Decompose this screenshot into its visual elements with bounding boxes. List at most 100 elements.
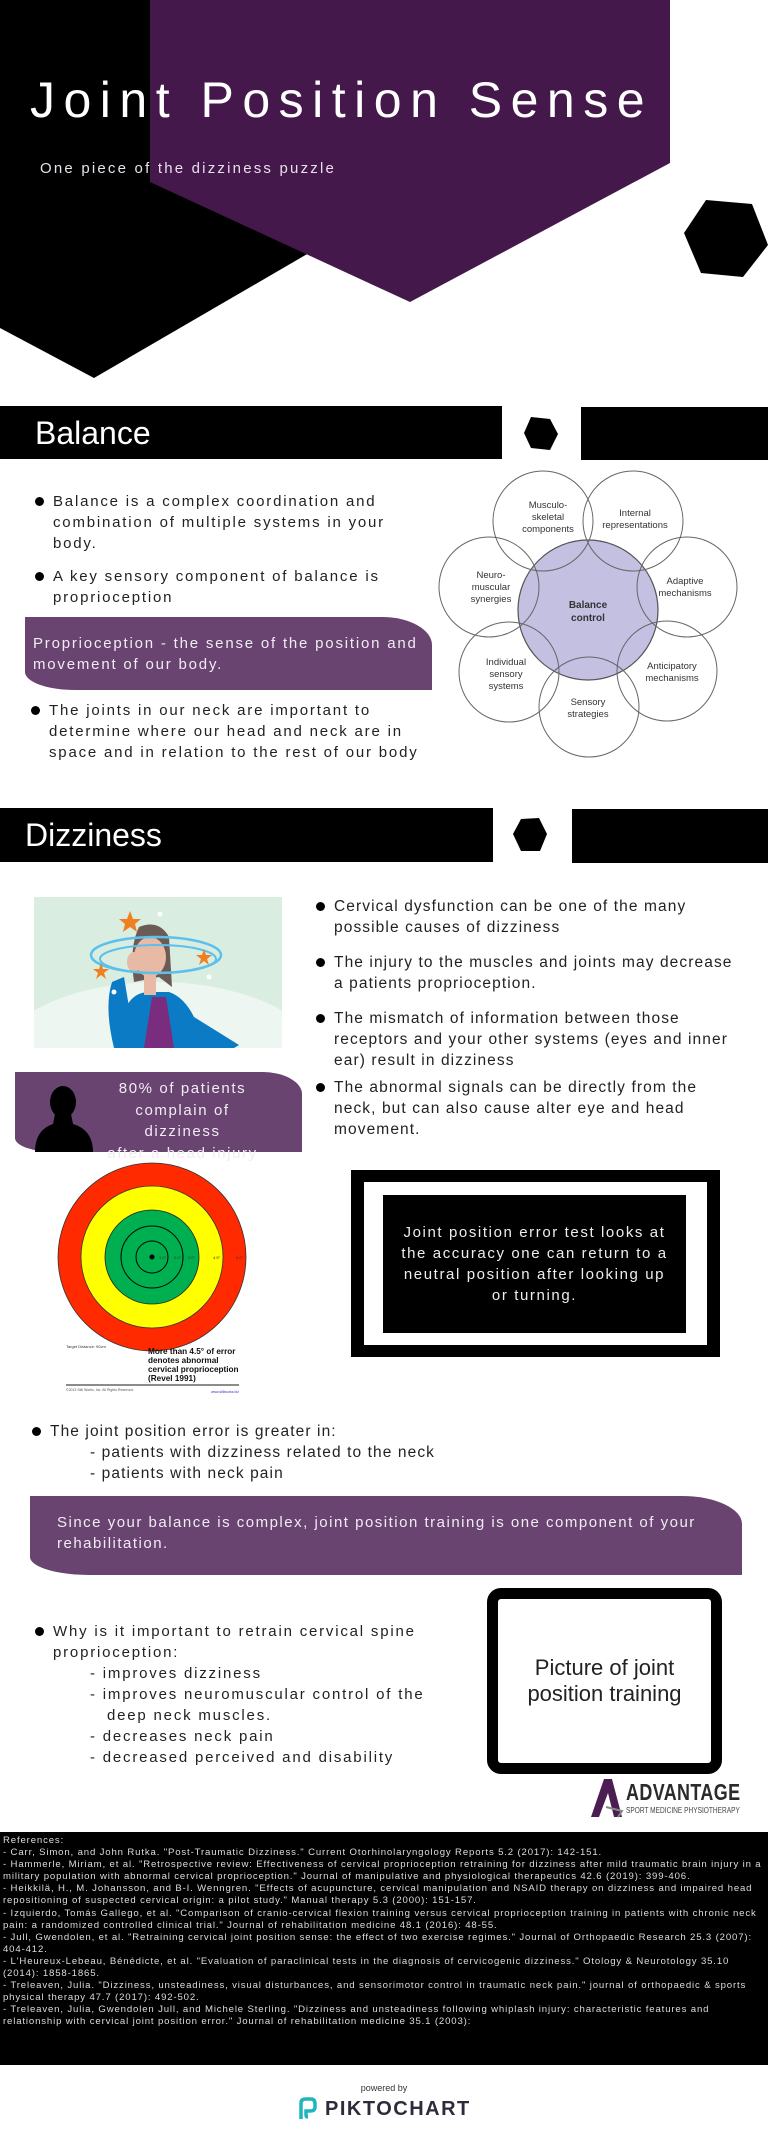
list-item: Why is it important to retrain cervical … [35, 1621, 465, 1663]
dizziness-heading: Dizziness [25, 817, 162, 853]
dizziness-bullets: Cervical dysfunction can be one of the m… [316, 896, 736, 1152]
reference-item: - Heikkilä, H., M. Johansson, and B-I. W… [3, 1883, 753, 1907]
target-footer-right: www.stillworks.biz [211, 1390, 239, 1394]
list-subitem: - improves dizziness [90, 1665, 262, 1682]
stat-text: 80% of patients complain of dizziness af… [107, 1080, 258, 1162]
reference-item: - Treleaven, Julia, Gwendolen Jull, and … [3, 2004, 710, 2028]
bullet-icon [316, 958, 325, 967]
stat-callout: 80% of patients complain of dizziness af… [15, 1072, 302, 1162]
star-icon [196, 949, 212, 965]
piktochart-brand: PIKTOCHART [325, 2097, 471, 2120]
person-silhouette-icon [35, 1086, 93, 1152]
target-caption: cervical proprioception [148, 1365, 239, 1374]
reference-item: - Jull, Gwendolen, et al. "Retraining ce… [3, 1931, 752, 1955]
picture-placeholder-text: Picture of joint position training [527, 1655, 682, 1706]
list-subitem: - patients with neck pain [90, 1465, 284, 1482]
balance-header-bar-right [581, 407, 768, 460]
reference-item: - Izquierdo, Tomás Gallego, et al. "Comp… [3, 1907, 757, 1931]
diagram-node-circle [538, 656, 640, 758]
list-item: Cervical dysfunction can be one of the m… [316, 896, 736, 938]
target-center-dot [149, 1254, 155, 1260]
list-subitem: - decreased perceived and disability [90, 1749, 395, 1766]
joint-position-error-target: 1.0° 2.0° 3.0° 4.5° 6.0° Target Distance… [57, 1162, 247, 1394]
header-shapes [0, 0, 768, 378]
target-caption: denotes abnormal [148, 1356, 219, 1365]
bullet-icon [31, 706, 40, 715]
purple-hexagon-shape [150, 0, 670, 302]
diagram-node-circle [458, 621, 560, 723]
bullet-icon [316, 1014, 325, 1023]
diagram-center-circle [517, 539, 659, 681]
test-box-frame: Joint position error test looks at the a… [351, 1170, 720, 1357]
reference-item: - Treleaven, Julia. "Dizziness, unsteadi… [3, 1980, 747, 2004]
target-caption: More than 4.5° of error [148, 1347, 236, 1356]
picture-placeholder: Picture of joint position training [487, 1588, 722, 1774]
bullet-icon [35, 1627, 44, 1636]
references-block: References: - Carr, Simon, and John Rutk… [0, 1832, 768, 2065]
target-caption: (Revel 1991) [148, 1374, 196, 1383]
hexagon-icon [513, 818, 547, 851]
ring-label: 6.0° [236, 1255, 244, 1260]
bullet-icon [316, 1083, 325, 1092]
piktochart-logo-icon [299, 2097, 317, 2119]
list-item: The joints in our neck are important to … [31, 700, 441, 763]
dizziness-header-bar: Dizziness [0, 808, 493, 862]
balance-header-bar: Balance [0, 406, 502, 459]
advantage-a-icon [591, 1779, 624, 1818]
target-distance-note: Target Distance: 90cm [66, 1344, 106, 1349]
advantage-logo: ADVANTAGE SPORT MEDICINE PHYSIOTHERAPY [588, 1779, 753, 1819]
proprioception-callout: Proprioception - the sense of the positi… [25, 617, 432, 690]
balance-heading: Balance [35, 415, 151, 451]
list-item: The abnormal signals can be directly fro… [316, 1077, 736, 1140]
list-item: The mismatch of information between thos… [316, 1008, 736, 1071]
hexagon-icon [524, 417, 558, 450]
small-hexagon-shape [684, 200, 768, 277]
test-box-text: Joint position error test looks at the a… [401, 1224, 668, 1304]
diagram-node-circle [616, 620, 718, 722]
target-footer-left: ©2013 Still Works, Inc. All Rights Reser… [66, 1388, 134, 1392]
powered-by-label: powered by [360, 2083, 408, 2093]
bullet-icon [35, 497, 44, 506]
why-bullets: Why is it important to retrain cervical … [35, 1621, 465, 1768]
page-title: Joint Position Sense [30, 72, 654, 128]
star-icon [119, 911, 141, 932]
advantage-name: ADVANTAGE [626, 1779, 741, 1805]
ring-label: 2.0° [174, 1255, 182, 1260]
reference-item: - Hammerle, Miriam, et al. "Retrospectiv… [3, 1859, 762, 1883]
ring-label: 4.5° [213, 1255, 221, 1260]
list-subitem: - decreases neck pain [90, 1728, 275, 1745]
page-subtitle: One piece of the dizziness puzzle [40, 160, 337, 177]
balance-bullets: Balance is a complex coordination and co… [35, 491, 425, 620]
ring-label: 1.0° [159, 1255, 167, 1260]
reference-item: - L'Heureux-Lebeau, Bénédicte, et al. "E… [3, 1955, 730, 1980]
advantage-tagline: SPORT MEDICINE PHYSIOTHERAPY [626, 1806, 740, 1815]
diagram-node-circle [492, 470, 594, 572]
list-item: The joint position error is greater in: [32, 1421, 532, 1442]
piktochart-link[interactable]: PIKTOCHART [297, 2096, 471, 2122]
list-item: Balance is a complex coordination and co… [35, 491, 425, 554]
ring-label: 3.0° [188, 1255, 196, 1260]
error-bullets: The joint position error is greater in: … [32, 1421, 532, 1484]
rehab-callout: Since your balance is complex, joint pos… [30, 1496, 742, 1575]
list-subitem: - patients with dizziness related to the… [90, 1444, 436, 1461]
diagram-node-circle [582, 470, 684, 572]
dizzy-woman-illustration [34, 897, 282, 1048]
bullet-icon [32, 1427, 41, 1436]
list-item: A key sensory component of balance is pr… [35, 566, 425, 608]
dizziness-header-bar-right [572, 809, 768, 863]
list-subitem: - improves neuromuscular control of the [90, 1686, 425, 1703]
bullet-icon [316, 902, 325, 911]
diagram-node-circle [438, 536, 540, 638]
star-icon [93, 963, 109, 979]
list-item: The injury to the muscles and joints may… [316, 952, 736, 994]
bullet-icon [35, 572, 44, 581]
references-heading: References: [3, 1835, 65, 1846]
